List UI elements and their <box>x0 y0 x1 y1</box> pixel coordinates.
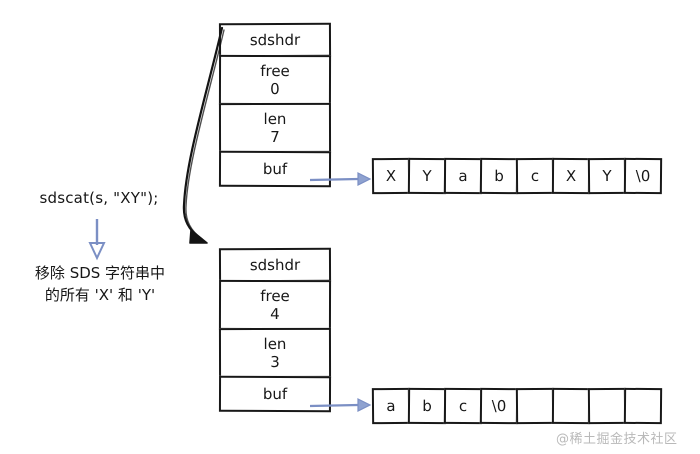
transformation-flow-arrow <box>88 219 106 261</box>
field-key-len: len <box>263 109 287 129</box>
struct-field-len: len 7 <box>218 102 332 154</box>
field-key-buf: buf <box>262 159 288 179</box>
char-cell: c <box>515 157 555 195</box>
char-cell: b <box>407 387 447 425</box>
field-key-free: free <box>260 286 290 306</box>
char-cell <box>587 387 627 425</box>
struct-field-len: len 3 <box>218 327 332 379</box>
char-cell: a <box>443 157 483 195</box>
struct-field-free: free 0 <box>218 54 332 106</box>
char-cell: \0 <box>623 157 663 195</box>
char-cell: Y <box>587 157 627 195</box>
description-line-2: 的所有 'X' 和 'Y' <box>44 286 156 304</box>
sds-struct-before: sdshdr free 0 len 7 buf <box>218 22 332 188</box>
struct-field-buf: buf <box>218 150 332 188</box>
struct-field-free: free 4 <box>218 279 332 331</box>
field-key-len: len <box>263 334 287 354</box>
field-value-free: 0 <box>270 79 280 99</box>
char-cell <box>623 387 663 425</box>
sds-struct-after: sdshdr free 4 len 3 buf <box>218 247 332 413</box>
char-array-before: X Y a b c X Y \0 <box>371 157 663 195</box>
field-key-buf: buf <box>262 384 288 404</box>
char-cell: a <box>371 387 411 425</box>
sdscat-call-label: sdscat(s, "XY"); <box>39 189 159 207</box>
struct-header-label: sdshdr <box>249 255 301 275</box>
field-value-len: 3 <box>270 352 280 372</box>
char-cell: X <box>551 157 591 195</box>
char-cell: \0 <box>479 387 519 425</box>
char-cell: c <box>443 387 483 425</box>
field-value-len: 7 <box>270 127 280 147</box>
field-value-free: 4 <box>270 304 280 324</box>
field-key-free: free <box>260 61 290 81</box>
char-cell: b <box>479 157 519 195</box>
struct-header-row: sdshdr <box>218 22 332 58</box>
char-cell: X <box>371 157 411 195</box>
char-cell <box>551 387 591 425</box>
struct-header-label: sdshdr <box>249 30 301 50</box>
description-line-1: 移除 SDS 字符串中 <box>34 264 166 282</box>
struct-field-buf: buf <box>218 375 332 413</box>
char-cell <box>515 387 555 425</box>
char-cell: Y <box>407 157 447 195</box>
struct-transition-arrow <box>182 26 225 244</box>
struct-header-row: sdshdr <box>218 247 332 283</box>
watermark-text: @稀土掘金技术社区 <box>556 432 678 447</box>
transformation-description: 移除 SDS 字符串中 的所有 'X' 和 'Y' <box>6 262 194 306</box>
char-array-after: a b c \0 <box>371 387 663 425</box>
